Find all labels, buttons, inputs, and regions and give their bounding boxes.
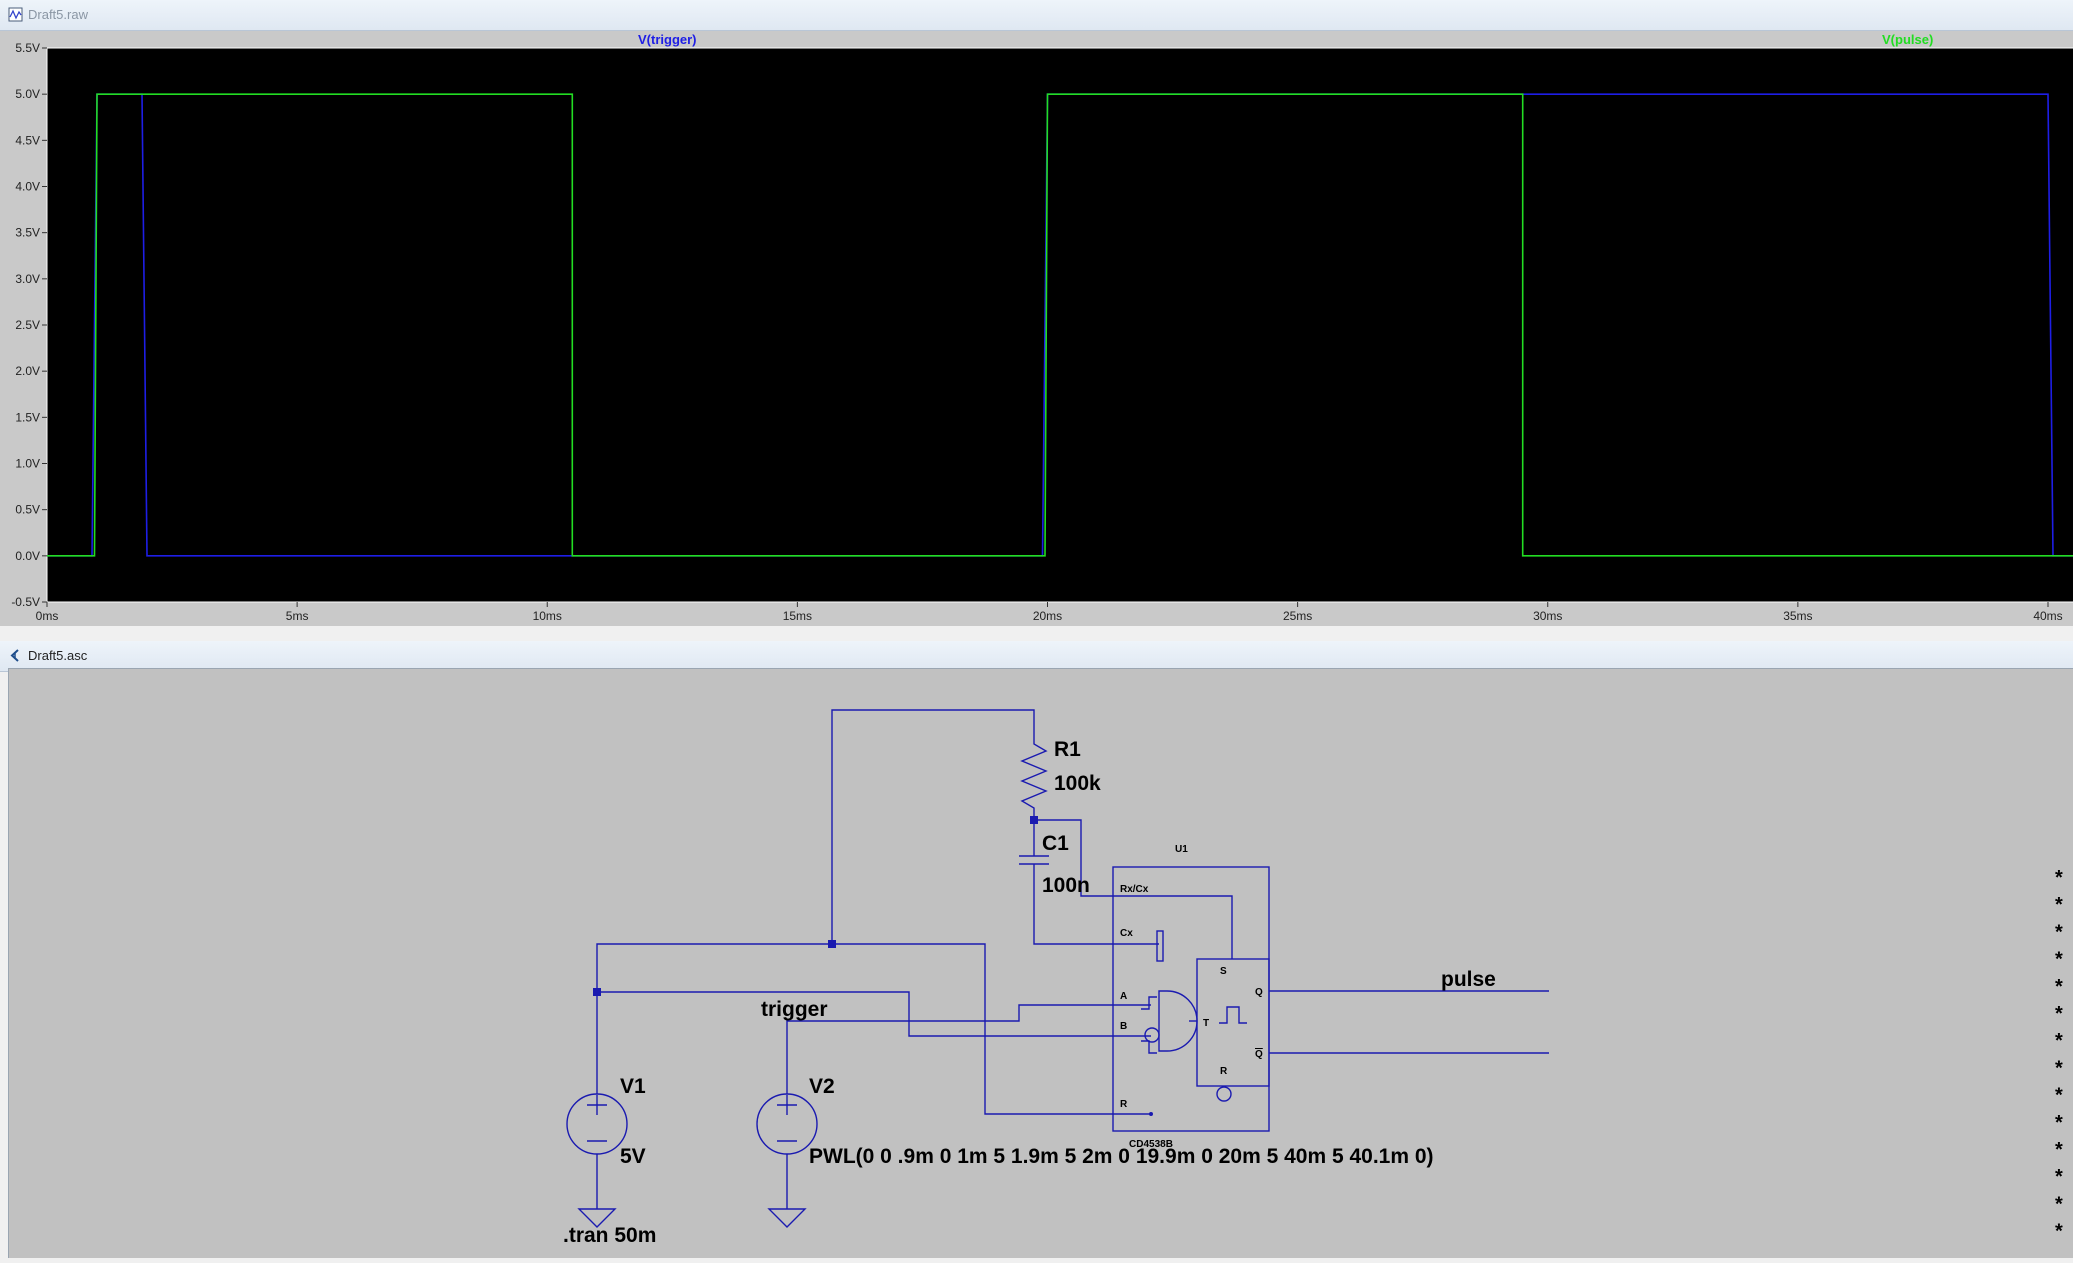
waveform-window-titlebar[interactable]: Draft5.raw <box>0 0 2073 31</box>
ic-u1-falling-edge-glyph <box>1141 1040 1157 1054</box>
ic-u1-body[interactable] <box>1112 866 1270 1132</box>
r1-name-label[interactable]: R1 <box>1054 738 1081 761</box>
right-edge-asterisk: * <box>2055 1193 2063 1215</box>
waveform-window-title: Draft5.raw <box>28 7 88 22</box>
y-tick-label: 3.0V <box>15 272 40 286</box>
ic-u1-and-gate <box>1158 990 1198 1052</box>
tran-directive[interactable]: .tran 50m <box>563 1224 656 1247</box>
pin-qbar-label: Q <box>1255 1049 1263 1060</box>
ic-u1-b-inverter-bubble <box>1144 1027 1160 1043</box>
right-edge-asterisk: * <box>2055 867 2063 889</box>
x-tick-label: 35ms <box>1783 609 1812 623</box>
x-tick-label: 15ms <box>783 609 812 623</box>
junction-dot-r <box>1149 1112 1153 1116</box>
pin-cx-label: Cx <box>1120 928 1133 939</box>
trace-pulse[interactable] <box>47 93 2073 557</box>
ic-u1-rising-edge-glyph <box>1141 996 1157 1010</box>
y-tick-label: 5.5V <box>15 41 40 55</box>
y-tick-label: 1.0V <box>15 457 40 471</box>
ic-u1-r-inverter-bubble <box>1216 1086 1232 1102</box>
pin-b-label: B <box>1120 1021 1127 1032</box>
right-edge-asterisk: * <box>2055 1030 2063 1052</box>
right-edge-asterisk: * <box>2055 949 2063 971</box>
waveform-window-icon <box>8 7 23 22</box>
y-tick-label: 0.5V <box>15 503 40 517</box>
right-edge-marker-column: * * * * * * * * * * * * * * <box>2055 867 2063 1243</box>
pin-r-left-label: R <box>1120 1099 1128 1110</box>
right-edge-asterisk: * <box>2055 1085 2063 1107</box>
right-edge-asterisk: * <box>2055 921 2063 943</box>
right-edge-asterisk: * <box>2055 1166 2063 1188</box>
x-tick-label: 25ms <box>1283 609 1312 623</box>
plot-area[interactable] <box>47 48 2073 602</box>
pane-divider[interactable] <box>0 626 2073 641</box>
wire-v1-to-b[interactable] <box>597 991 1151 1037</box>
right-edge-asterisk: * <box>2055 1112 2063 1134</box>
y-tick-label: 0.0V <box>15 549 40 563</box>
y-tick-label: 2.5V <box>15 318 40 332</box>
y-tick-label: 2.0V <box>15 364 40 378</box>
y-tick-label: -0.5V <box>11 595 40 609</box>
right-edge-asterisk: * <box>2055 1057 2063 1079</box>
resistor-r1-symbol[interactable] <box>1020 732 1048 820</box>
wire-trigger[interactable] <box>786 1004 1151 1082</box>
v1-name-label[interactable]: V1 <box>620 1075 646 1098</box>
wire-5v-rail[interactable] <box>596 943 1151 1115</box>
v2-name-label[interactable]: V2 <box>809 1075 835 1098</box>
x-tick-label: 30ms <box>1533 609 1562 623</box>
junction-dot-5v <box>828 940 836 948</box>
pin-a-label: A <box>1120 991 1127 1002</box>
y-tick-label: 4.5V <box>15 133 40 147</box>
v1-value-label[interactable]: 5V <box>620 1145 646 1168</box>
x-tick-label: 40ms <box>2033 609 2062 623</box>
schematic-window-icon <box>10 649 19 662</box>
ic-u1-cx-pad <box>1156 930 1164 962</box>
y-tick-label: 5.0V <box>15 87 40 101</box>
y-tick-label: 1.5V <box>15 410 40 424</box>
x-tick-label: 10ms <box>533 609 562 623</box>
ic-u1-pulse-glyph <box>1219 1006 1247 1024</box>
y-tick-label: 3.5V <box>15 226 40 240</box>
schematic-canvas[interactable]: R1 100k C1 100n U1 CD4538B Rx/Cx Cx A B … <box>9 669 2073 1258</box>
legend-trigger[interactable]: V(trigger) <box>638 32 697 47</box>
x-tick-label: 20ms <box>1033 609 1062 623</box>
waveform-plot-pane[interactable]: -0.5V 0.0V 0.5V 1.0V 1.5V 2.0V 2.5V 3.0V 3.5V 4.0… <box>0 31 2073 626</box>
waveform-chart[interactable]: -0.5V 0.0V 0.5V 1.0V 1.5V 2.0V 2.5V 3.0V 3.5V 4.0… <box>0 31 2073 626</box>
y-tick-label: 4.0V <box>15 180 40 194</box>
junction-dot-v1 <box>593 988 601 996</box>
right-edge-asterisk: * <box>2055 976 2063 998</box>
v2-value-label[interactable]: PWL(0 0 .9m 0 1m 5 1.9m 5 2m 0 19.9m 0 2… <box>809 1145 1434 1168</box>
x-tick-label: 0ms <box>36 609 59 623</box>
right-edge-asterisk: * <box>2055 1221 2063 1243</box>
r1-value-label[interactable]: 100k <box>1054 772 1101 795</box>
u1-name-label[interactable]: U1 <box>1175 844 1188 855</box>
pin-s-label: S <box>1220 966 1227 977</box>
legend-pulse[interactable]: V(pulse) <box>1882 32 1933 47</box>
x-tick-label: 5ms <box>286 609 309 623</box>
pin-rxcx-label: Rx/Cx <box>1120 884 1149 895</box>
right-edge-asterisk: * <box>2055 894 2063 916</box>
wire-c1-cx[interactable] <box>1033 864 1159 945</box>
ground-v2-icon <box>767 1208 807 1228</box>
pin-r-right-label: R <box>1220 1066 1228 1077</box>
c1-name-label[interactable]: C1 <box>1042 832 1069 855</box>
schematic-window-title: Draft5.asc <box>28 648 88 663</box>
ground-v1-icon <box>577 1208 617 1228</box>
right-edge-asterisk: * <box>2055 1003 2063 1025</box>
u1-part-label[interactable]: CD4538B <box>1129 1139 1173 1150</box>
wire-rxcx[interactable] <box>1034 819 1233 959</box>
pin-t-label: T <box>1203 1018 1209 1029</box>
net-label-pulse[interactable]: pulse <box>1441 968 1496 991</box>
c1-value-label[interactable]: 100n <box>1042 874 1090 897</box>
schematic-pane[interactable]: R1 100k C1 100n U1 CD4538B Rx/Cx Cx A B … <box>8 668 2073 1258</box>
pin-q-label: Q <box>1255 987 1263 998</box>
net-label-trigger[interactable]: trigger <box>761 998 828 1021</box>
junction-dot-r1c1 <box>1030 816 1038 824</box>
right-edge-asterisk: * <box>2055 1139 2063 1161</box>
wire-top-loop[interactable] <box>831 709 1035 944</box>
